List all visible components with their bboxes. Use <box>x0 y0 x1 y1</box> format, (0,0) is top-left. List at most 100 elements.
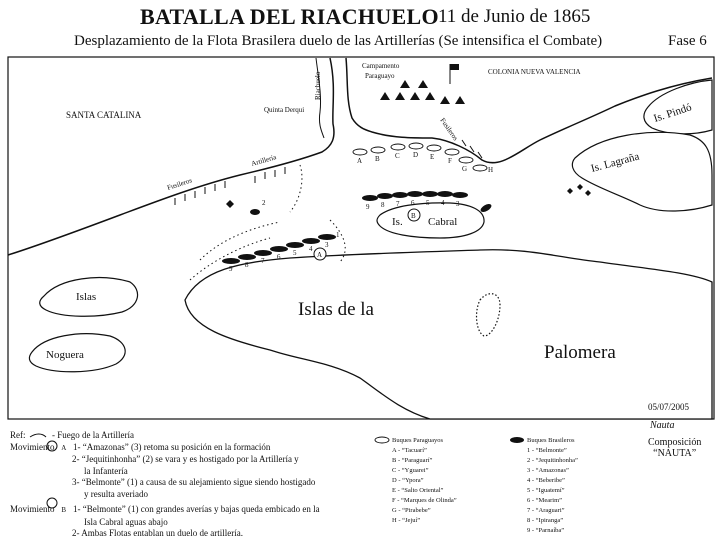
battle-date: 11 de Junio de 1865 <box>438 6 591 27</box>
palomera-label: Palomera <box>544 342 616 363</box>
brazil-ship-3 <box>318 234 336 240</box>
fusileros-east-label: Fusileros <box>438 117 459 143</box>
brazil-ship-9 <box>222 258 240 264</box>
paraguay-ship-h <box>472 164 488 172</box>
movement-b-marker <box>407 208 421 222</box>
brazil-num: 2 <box>262 199 266 207</box>
brazil-ship-4 <box>302 238 320 244</box>
brazil-ship-6b <box>407 191 423 197</box>
campamento-label: Campamento <box>362 62 400 70</box>
islas-label: Islas <box>76 291 96 303</box>
paraguay-legend-item: E - “Salto Oriental” <box>392 487 444 494</box>
paraguay-letter: B <box>375 155 380 163</box>
movement-a-item: la Infantería <box>84 465 128 476</box>
brazil-num: 5 <box>426 199 430 207</box>
isla-noguera-south-outline <box>28 333 126 373</box>
paraguay-ship-legend: Buques Paraguayos A - “Tacuarí” B - “Par… <box>392 436 457 526</box>
brazil-ship-legend: Buques Brasileros 1 - “Belmonte” 2 - “Je… <box>527 436 578 536</box>
isla-palomera-outline <box>184 249 713 420</box>
brazil-ship-5 <box>286 242 304 248</box>
isla-cabral-outline <box>376 202 485 239</box>
paraguay-legend-item: F - “Marques de Olinda” <box>392 497 457 504</box>
artillery-fire-line <box>189 237 271 281</box>
brazil-num: 6 <box>411 199 415 207</box>
artillery-fire-line <box>329 219 346 263</box>
legend-marker-a <box>46 440 58 452</box>
movement-a-label: Movimiento <box>10 441 55 452</box>
ref-fire-line: Ref: - Fuego de la Artillería <box>10 430 320 442</box>
paraguay-letter: F <box>448 157 452 165</box>
soldier-marks <box>174 139 483 205</box>
brazil-ship-7 <box>254 250 272 256</box>
artillery-marks <box>226 184 591 208</box>
paraguay-letter: D <box>413 151 418 159</box>
brazil-legend-item: 8 - “Ipiranga” <box>527 517 564 524</box>
paraguay-legend-item: D - “Ypora” <box>392 477 424 484</box>
noguera-label: Noguera <box>46 349 84 361</box>
brazil-num: 8 <box>381 201 385 209</box>
paraguay-fleet <box>352 142 488 172</box>
lagoon-mark <box>475 293 501 337</box>
credit-line-2: “NAUTA” <box>653 448 697 459</box>
flag-icon <box>450 64 459 70</box>
paraguay-legend-item: A - “Tacuarí” <box>392 447 427 454</box>
composition-date: 05/07/2005 <box>648 402 690 412</box>
paraguay-letter: G <box>462 165 467 173</box>
brazil-ship-1 <box>480 204 492 212</box>
brazil-num: 5 <box>293 249 297 257</box>
paraguay-legend-item: G - “Pirabebe” <box>392 507 431 514</box>
brazil-num: 1 <box>336 231 340 239</box>
movement-b-label: Movimiento <box>10 504 55 514</box>
movement-a-item: 2- “Jequitinhonha” (2) se vara y es host… <box>72 454 299 464</box>
brazil-num: 3 <box>325 241 329 249</box>
is-cabral-label-b: Cabral <box>428 216 457 228</box>
movement-a-item: 3- “Belmonte” (1) a causa de su alejamie… <box>72 477 316 487</box>
paraguay-letter: A <box>357 157 362 165</box>
islas-de-la-label: Islas de la <box>298 299 375 320</box>
brazil-num: 9 <box>366 203 370 211</box>
brazil-ship-5b <box>422 191 438 197</box>
brazil-ship-8 <box>238 254 256 260</box>
brazil-legend-item: 1 - “Belmonte” <box>527 447 567 454</box>
west-shoreline <box>7 57 335 256</box>
isla-noguera-north-outline <box>39 277 139 317</box>
brazil-ship-4b <box>437 191 453 197</box>
brazil-num: 6 <box>277 253 281 261</box>
paraguay-ship-c <box>390 143 406 151</box>
movement-b-item: 2- Ambas Flotas entablan un duelo de art… <box>72 528 243 538</box>
brazil-fleet-row <box>222 234 336 264</box>
brazil-legend-item: 9 - “Parnaíba” <box>527 527 565 534</box>
movement-a-marker <box>313 247 327 261</box>
legend-marker-b <box>46 497 58 509</box>
mov-a-line: Movimiento A 1- “Amazonas” (3) retoma su… <box>10 442 320 455</box>
paraguay-legend-item: C - “Yguarei” <box>392 467 429 474</box>
santa-catalina-label: SANTA CATALINA <box>66 110 142 120</box>
brazil-legend-title: Buques Brasileros <box>527 437 575 444</box>
brazil-ship-7b <box>392 192 408 198</box>
paraguay-ship-d <box>408 142 424 150</box>
ref-fire-text: - Fuego de la Artillería <box>52 430 134 440</box>
riachuelo-creek <box>315 57 325 139</box>
brazil-ship-2 <box>250 209 260 215</box>
brazil-ship-legend-icon <box>510 437 524 443</box>
is-cabral-label-a: Is. <box>392 216 403 228</box>
brazil-num: 4 <box>441 199 445 207</box>
brazil-num: 8 <box>245 261 249 269</box>
brazil-fleet-upper-row <box>362 191 468 201</box>
movement-b-item: 1- “Belmonte” (1) con grandes averías y … <box>73 504 320 514</box>
paraguay-ship-legend-icon <box>374 436 390 444</box>
paraguay-letter: E <box>430 153 434 161</box>
paraguay-ship-f <box>444 148 460 156</box>
paraguay-ship-a <box>352 148 368 156</box>
mov-b-line: Movimiento B 1- “Belmonte” (1) con grand… <box>10 504 320 517</box>
composition-credit: Composición “NAUTA” <box>648 437 701 459</box>
credit-line-1: Composición <box>648 437 702 448</box>
artillery-fire-line <box>289 164 303 213</box>
brazil-ship-6 <box>270 246 288 252</box>
movement-a-letter: A <box>317 251 322 259</box>
reference-block: Ref: - Fuego de la Artillería Movimiento… <box>10 430 320 540</box>
ref-label: Ref: <box>10 430 26 440</box>
paraguay-legend-item: H - “Jejuí” <box>392 517 421 524</box>
isla-pindo-outline <box>643 79 713 135</box>
movement-b-item: Isla Cabral aguas abajo <box>84 516 168 527</box>
